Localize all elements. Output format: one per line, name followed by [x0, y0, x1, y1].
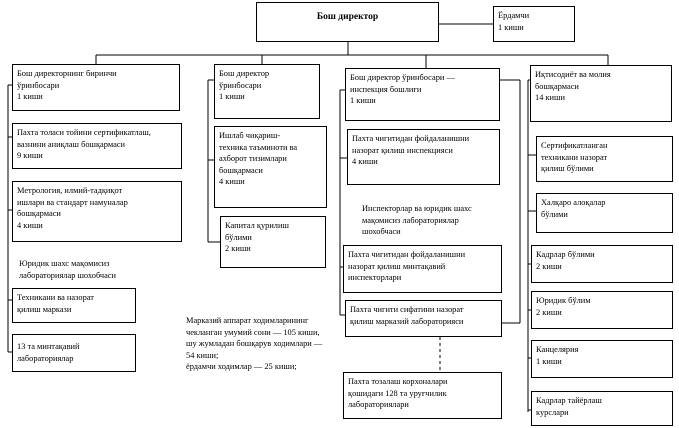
- gin-seed-labs-box: Пахта тозалаш корхоналари қошидаги 128 т…: [343, 372, 502, 419]
- lab-branch-label: Юридик шахс мақомисиз лабораториялар шох…: [19, 259, 117, 280]
- economics-finance-box: Иқтисодиёт ва молия бошқармаси 14 киши: [530, 65, 672, 122]
- certification-dept-box: Пахта толаси тойини сертификатлаш, вазни…: [12, 123, 182, 169]
- inspectors-branch-label: Инспекторлар ва юридик шахс мақомисиз ла…: [362, 204, 472, 237]
- legal-dept-box: Юридик бўлим 2 киши: [531, 291, 673, 329]
- hr-dept-box: Кадрлар бўлими 2 киши: [531, 245, 673, 283]
- capital-construction-box: Капитал қурилиш бўлими 2 киши: [220, 216, 326, 268]
- director-box: Бош директор: [256, 2, 439, 42]
- assistant-box: Ёрдамчи 1 киши: [493, 6, 575, 42]
- training-courses-box: Кадрлар тайёрлаш курслари: [531, 391, 673, 426]
- deputy-director-box: Бош директор ўринбосари 1 киши: [214, 64, 320, 119]
- staff-note: Марказий аппарат ходимларининг чекланган…: [186, 316, 323, 372]
- certified-tech-control-box: Сертификатланган техникани назорат қилиш…: [536, 136, 673, 182]
- regional-labs-box: 13 та минтақавий лабораториялар: [12, 334, 136, 372]
- production-tech-dept-box: Ишлаб чиқариш- техника таъминоти ва ахбо…: [214, 126, 327, 208]
- international-relations-box: Халқаро алоқалар бўлими: [536, 193, 673, 233]
- inspection-deputy-box: Бош директор ўринбосари — инспекция бошл…: [345, 68, 500, 121]
- first-deputy-box: Бош директорнинг биринчи ўринбосари 1 ки…: [12, 64, 180, 111]
- metrology-dept-box: Метрология, илмий-тадқиқот ишлари ва ста…: [12, 181, 182, 242]
- regional-inspectors-box: Пахта чигитидан фойдаланишни назорат қил…: [343, 245, 502, 293]
- chancellery-box: Канцелярия 1 киши: [531, 340, 673, 378]
- tech-control-center-box: Техникани ва назорат қилиш маркази: [12, 288, 136, 323]
- seed-quality-lab-box: Пахта чигити сифатини назорат қилиш марк…: [345, 300, 502, 337]
- seed-inspection-box: Пахта чигитидан фойдаланишни назорат қил…: [347, 129, 500, 185]
